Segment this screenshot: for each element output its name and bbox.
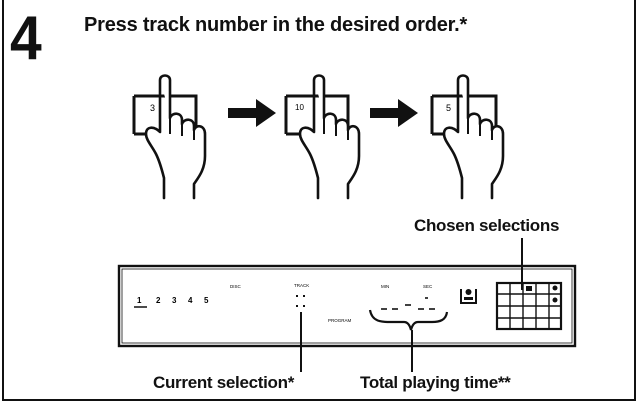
- key-press-1: [132, 74, 207, 200]
- disc-icon: [460, 289, 477, 304]
- display-panel: 1 2 3 4 5 DISC TRACK PROGRAM MIN SEC: [117, 264, 577, 348]
- step-instruction: Press track number in the desired order.…: [84, 14, 468, 36]
- key-label-2: 10: [295, 103, 304, 112]
- display-track-number: 1: [137, 296, 142, 305]
- key-label-1: 3: [150, 103, 155, 113]
- display-sec-label: SEC: [423, 284, 433, 289]
- display-track-number: 4: [188, 296, 193, 305]
- display-track-number: 3: [172, 296, 177, 305]
- chosen-selections-label: Chosen selections: [414, 216, 560, 235]
- display-track-number: 5: [204, 296, 209, 305]
- key-press-3: [430, 74, 505, 200]
- step-number: 4: [10, 4, 42, 73]
- total-playing-time-label: Total playing time**: [360, 373, 511, 392]
- display-disc-label: DISC: [230, 284, 242, 289]
- key-press-2: [284, 74, 361, 200]
- arrow-right-icon: [370, 99, 418, 127]
- display-track-label: TRACK: [294, 283, 309, 288]
- current-selection-label: Current selection*: [153, 373, 295, 392]
- key-label-3: 5: [446, 103, 451, 113]
- display-program-label: PROGRAM: [328, 318, 352, 323]
- chosen-selections-grid: [495, 281, 563, 331]
- display-track-number: 2: [156, 296, 161, 305]
- arrow-right-icon: [228, 99, 276, 127]
- display-min-label: MIN: [381, 284, 389, 289]
